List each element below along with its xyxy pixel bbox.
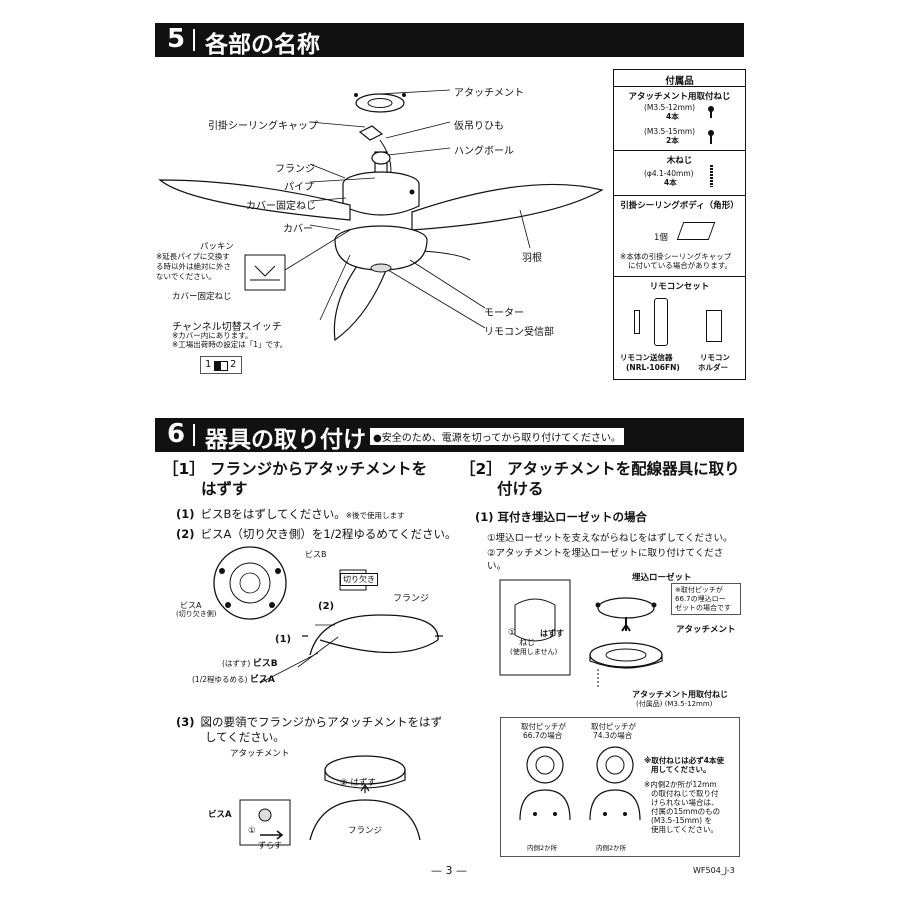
part2-heading-1: ［2］ アタッチメントを配線器具に取り xyxy=(460,460,740,478)
screw-b-spec: (M3.5-15mm) xyxy=(644,127,696,136)
label-attachment: アタッチメント xyxy=(454,88,524,99)
fig-screw-a: ビスA xyxy=(180,601,202,610)
page-number: — 3 — xyxy=(431,864,467,877)
fig-flange: フランジ xyxy=(393,594,430,604)
step-1: (1)ビスBをはずしてください。※後で使用します xyxy=(176,507,405,521)
accessories-title: 付属品 xyxy=(665,76,694,87)
channel-switch-graphic: 1 2 xyxy=(200,356,242,374)
part1-heading-1: ［1］ フランジからアタッチメントを xyxy=(163,460,428,478)
safety-note: ●安全のため、電源を切ってから取り付けてください。 xyxy=(370,428,624,445)
removal-diagram xyxy=(239,755,421,846)
fig-slide-num: ① xyxy=(248,826,256,836)
step-2: (2)ビスA（切り欠き側）を1/2程ゆるめてください。 xyxy=(176,527,457,541)
part2-heading-2: 付ける xyxy=(497,480,544,498)
channel-note-1: ※カバー内にあります。 xyxy=(172,331,253,340)
section-5-header: 5 各部の名称 xyxy=(155,23,744,58)
part2-note-2: ②アタッチメントを埋込ローゼットに取り付けてくださ xyxy=(487,548,724,559)
label-pipe: パイプ xyxy=(284,182,314,193)
rosette-diagram xyxy=(499,579,663,687)
section-6-header: 6 器具の取り付け ●安全のため、電源を切ってから取り付けてください。 xyxy=(155,418,744,453)
label-motor: モーター xyxy=(484,308,524,319)
battery-icon xyxy=(634,310,640,334)
section-title: 器具の取り付け xyxy=(205,427,366,453)
wood-screw-spec: (φ4.1-40mm) xyxy=(644,169,694,178)
ceiling-body-note-2: に付いている場合があります。 xyxy=(628,261,733,270)
part2-subheading: (1) 耳付き埋込ローゼットの場合 xyxy=(475,510,648,524)
pitch-circles xyxy=(519,746,641,821)
label-cover-screw-2: カバー固定ねじ xyxy=(172,292,232,302)
wood-screw-icon xyxy=(710,165,713,187)
transmitter-label-1: リモコン送信器 xyxy=(620,353,673,362)
part1-heading-2: はずす xyxy=(201,480,248,498)
section-number: 6 xyxy=(167,419,186,449)
section-number: 5 xyxy=(167,24,186,54)
channel-note-2: ※工場出荷時の設定は「1」です。 xyxy=(172,340,288,349)
fig-screw-b: ビスB xyxy=(305,550,327,559)
fig-not-used: (使用しません) xyxy=(510,648,558,656)
fig-mark-1: (1) xyxy=(275,634,292,645)
label-flange: フランジ xyxy=(275,164,315,175)
ceiling-body-note-1: ※本体の引掛シーリングキャップ xyxy=(620,252,732,261)
screw-a-spec: (M3.5-12mm) xyxy=(644,103,696,112)
packing-note: ※延長パイプに交換する時以外は絶対に外さないでください。 xyxy=(156,252,231,281)
fig-screw-a-3: ビスA xyxy=(208,810,232,820)
holder-label-1: リモコン xyxy=(700,353,730,362)
divider xyxy=(193,29,195,51)
part2-note-1: ①埋込ローゼットを支えながらねじをはずしてください。 xyxy=(487,533,733,544)
fig-remove-2: ② はずす xyxy=(340,778,376,788)
ceiling-body-title: 引掛シーリングボディ（角形） xyxy=(620,201,739,211)
fig-attachment-2: アタッチメント xyxy=(676,625,736,635)
screw-icon xyxy=(708,130,714,136)
step-3: (3)図の要領でフランジからアタッチメントをはず xyxy=(176,715,443,729)
section-title: 各部の名称 xyxy=(205,32,320,58)
label-remote-receiver: リモコン受信部 xyxy=(484,327,554,338)
attach-screw-title: アタッチメント用取付ねじ xyxy=(628,92,731,102)
transmitter-label-2: (NRL-106FN) xyxy=(626,363,680,372)
label-temp-string: 仮吊りひも xyxy=(454,121,504,132)
fig-attachment: アタッチメント xyxy=(230,749,290,759)
label-cover: カバー xyxy=(283,224,313,235)
fan-diagram xyxy=(158,89,604,342)
fig-mark-2: (2) xyxy=(318,601,335,612)
screw-b-qty: 2本 xyxy=(666,136,679,145)
label-cover-screw: カバー固定ねじ xyxy=(246,201,316,212)
fig-notch: 切り欠き xyxy=(340,573,378,586)
fig-rosette: 埋込ローゼット xyxy=(632,573,692,583)
fig-screw-a-note: (切り欠き側) xyxy=(176,610,217,618)
label-channel-switch: チャンネル切替スイッチ xyxy=(172,322,282,333)
switch-body xyxy=(214,361,228,371)
fig-screw: ねじ xyxy=(519,638,535,647)
screw-a-qty: 4本 xyxy=(666,112,679,121)
switch-1-label: 1 xyxy=(205,359,212,370)
fig-flange-2: フランジ xyxy=(348,826,383,836)
fig-slide: ずらす xyxy=(258,841,282,850)
switch-2-label: 2 xyxy=(230,359,237,370)
fig-remove-3: はずす xyxy=(540,629,564,638)
wood-screw-title: 木ねじ xyxy=(666,156,693,166)
label-ceiling-cap: 引掛シーリングキャップ xyxy=(208,121,318,132)
ceiling-body-icon xyxy=(676,222,716,240)
label-hang-ball: ハングボール xyxy=(454,146,514,157)
pitch-detail-box: 取付ピッチが 66.7の場合 取付ピッチが 74.3の場合 ※取付ねじは必ず4本… xyxy=(500,717,740,857)
label-packing: パッキン xyxy=(200,242,234,252)
holder-label-2: ホルダー xyxy=(698,363,728,372)
holder-icon xyxy=(706,310,722,342)
fig-attach-screw-spec: (付属品) (M3.5-12mm) xyxy=(636,700,713,708)
document-code: WF504_J-3 xyxy=(693,866,735,875)
fig-remove-note: (はずす) ビスB xyxy=(222,659,278,669)
ceiling-body-qty: 1個 xyxy=(654,233,668,243)
part2-note-2-cont: い。 xyxy=(487,561,507,572)
fig-attach-screw: アタッチメント用取付ねじ xyxy=(632,690,728,699)
wood-screw-qty: 4本 xyxy=(664,178,677,187)
accessories-box: 付属品 アタッチメント用取付ねじ (M3.5-12mm) 4本 (M3.5-15… xyxy=(613,69,746,380)
divider xyxy=(193,424,195,446)
remote-icon xyxy=(654,298,668,346)
fig-circle-1: ① xyxy=(508,628,517,638)
fig-loosen-note: (1/2程ゆるめる) ビスA xyxy=(192,675,275,685)
pitch-note-box: ※取付ピッチが 66.7の埋込ロー ゼットの場合です xyxy=(671,583,741,615)
step-3-cont: してください。 xyxy=(205,730,285,744)
label-blade: 羽根 xyxy=(522,253,542,264)
screw-icon xyxy=(708,106,714,112)
remote-set-title: リモコンセット xyxy=(649,282,710,292)
